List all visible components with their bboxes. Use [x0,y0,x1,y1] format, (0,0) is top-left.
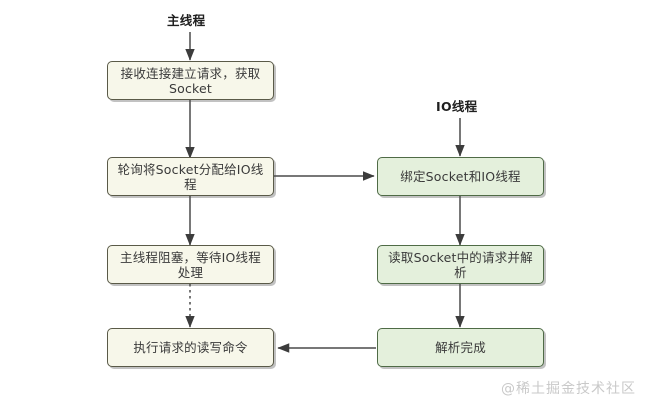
node-execute-command[interactable]: 执行请求的读写命令 [107,328,274,367]
node-main-thread-block[interactable]: 主线程阻塞，等待IO线程处理 [107,245,274,284]
node-read-parse[interactable]: 读取Socket中的请求并解析 [377,245,544,284]
lane-label-io-thread: IO线程 [436,99,478,114]
node-accept-socket[interactable]: 接收连接建立请求，获取Socket [107,61,274,100]
lane-label-main-thread: 主线程 [167,13,206,28]
watermark: @稀土掘金技术社区 [501,381,636,397]
node-bind-socket[interactable]: 绑定Socket和IO线程 [377,157,544,196]
node-parse-done[interactable]: 解析完成 [377,328,544,367]
node-dispatch-socket[interactable]: 轮询将Socket分配给IO线程 [107,157,274,196]
